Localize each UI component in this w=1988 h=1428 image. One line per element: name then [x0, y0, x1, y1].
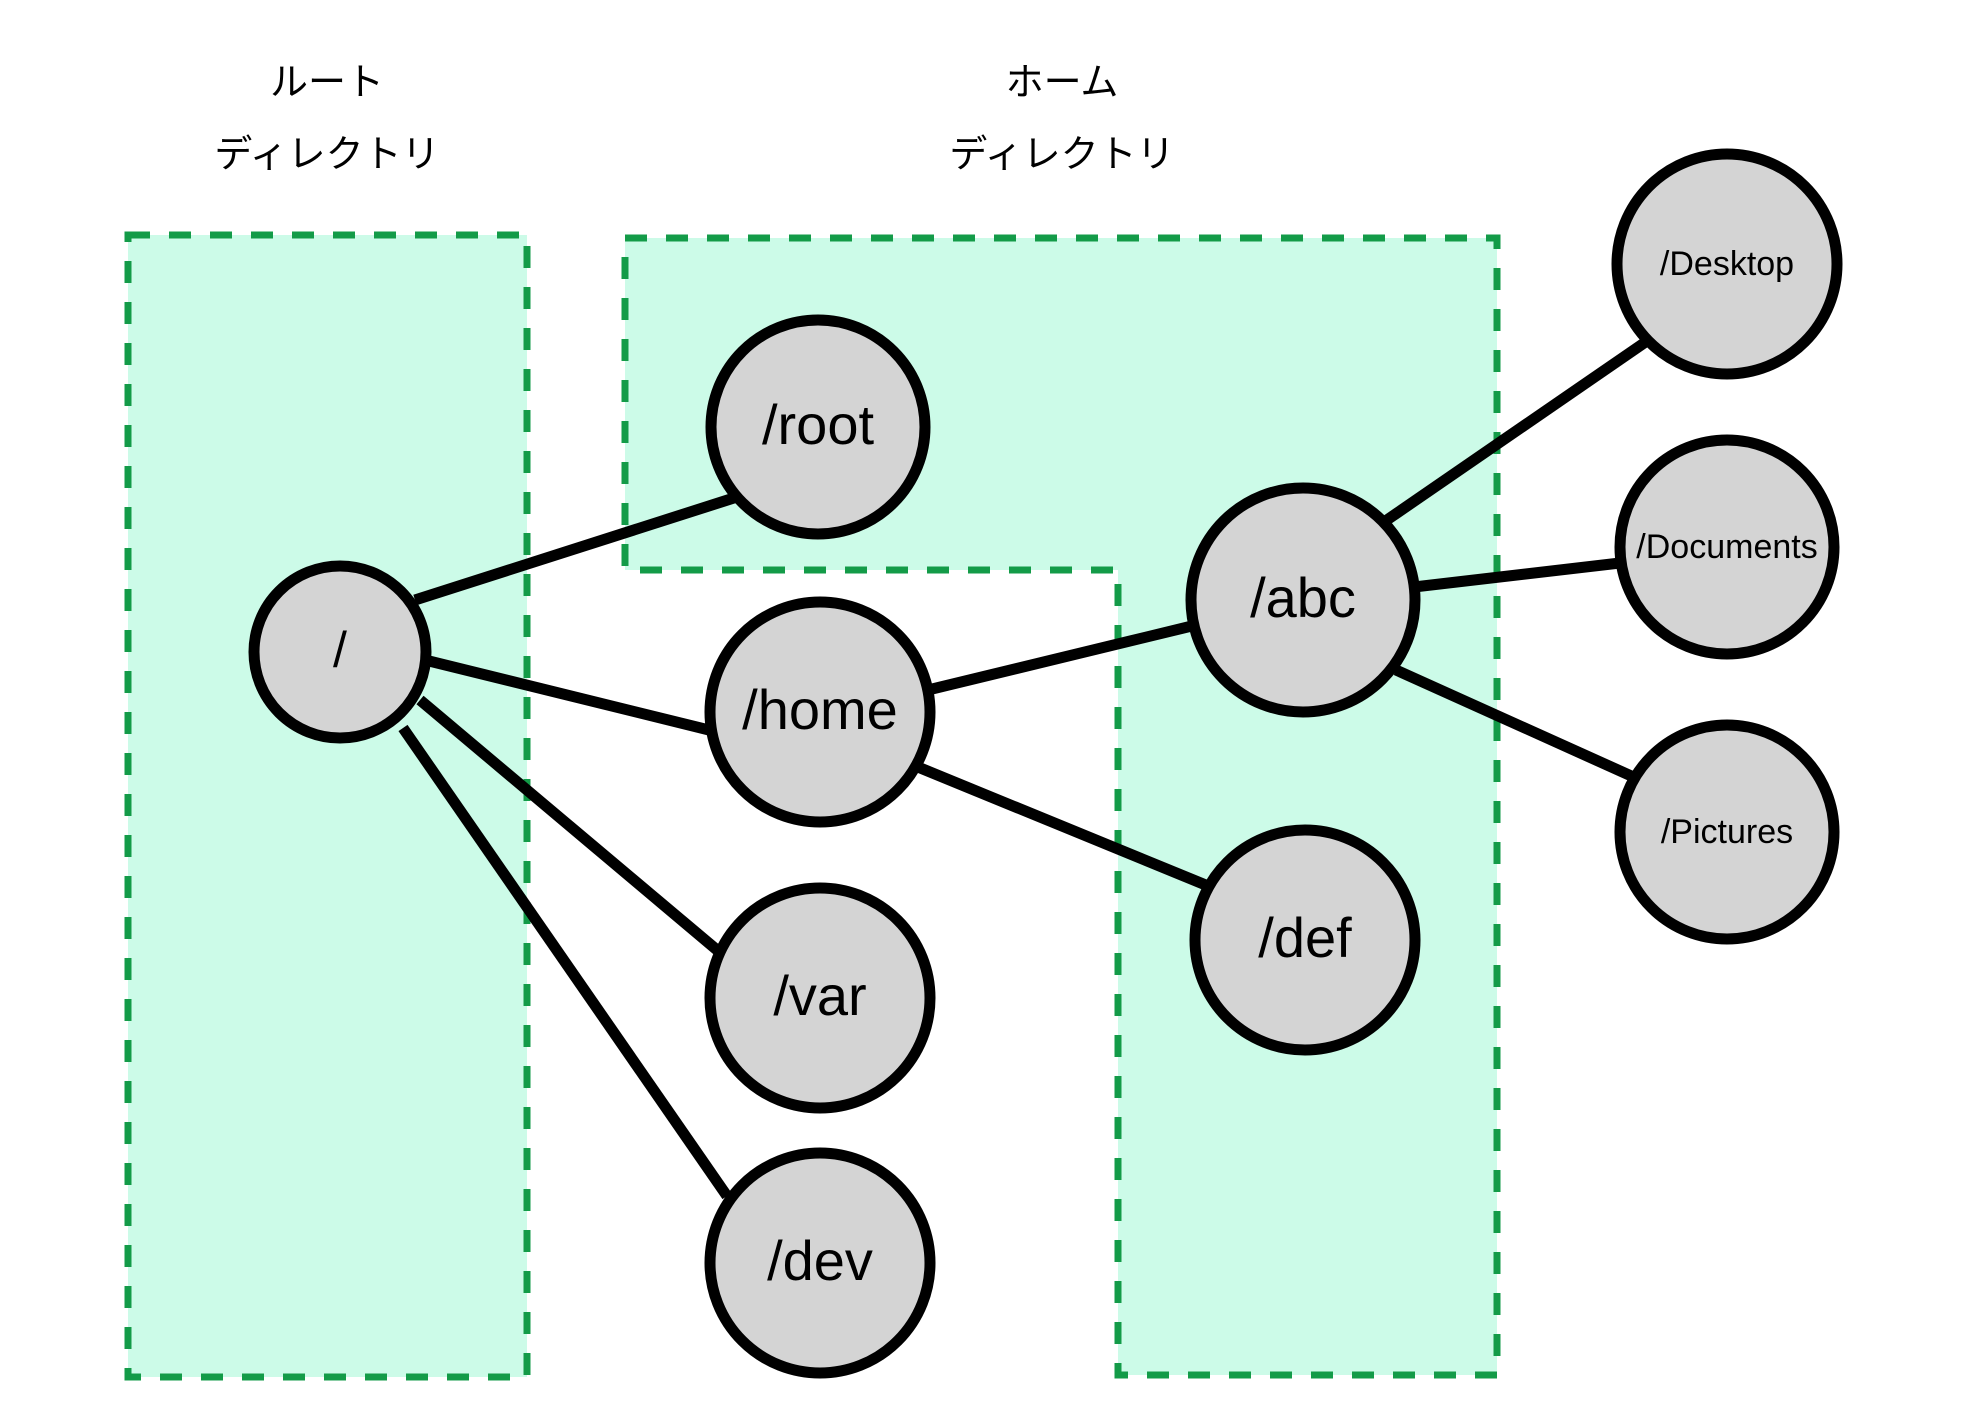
caption-root-directory-line1: ルート	[270, 62, 384, 104]
node-dev-circle[interactable]	[704, 1147, 936, 1379]
group-captions: ルート ディレクトリ ホーム ディレクトリ	[214, 62, 1174, 176]
node-def-circle[interactable]	[1189, 824, 1421, 1056]
node-documents[interactable]: /Documents	[1614, 434, 1840, 660]
nodes: / /root /home /var /dev /abc	[248, 148, 1843, 1379]
node-documents-label: /Documents	[1636, 528, 1817, 566]
node-documents-circle[interactable]	[1614, 434, 1840, 660]
caption-home-directory-line1: ホーム	[1006, 62, 1119, 104]
node-pictures-label: /Pictures	[1661, 813, 1793, 851]
edge-root-to-dev	[398, 724, 732, 1200]
node-var-label: /var	[773, 964, 866, 1027]
edge-root-to-home	[423, 654, 715, 737]
node-root-dir[interactable]: /root	[705, 314, 931, 540]
node-dev-label: /dev	[767, 1229, 873, 1292]
node-def-label: /def	[1258, 906, 1352, 969]
caption-root-directory-line2: ディレクトリ	[214, 134, 439, 176]
edge-root-to-var	[416, 695, 721, 955]
edge-abc-to-desktop	[1380, 336, 1651, 527]
region-root-directory	[124, 231, 531, 1381]
node-home[interactable]: /home	[704, 596, 936, 828]
node-var-circle[interactable]	[704, 882, 936, 1114]
edge-abc-to-pictures	[1393, 664, 1641, 785]
node-abc[interactable]: /abc	[1185, 482, 1421, 718]
node-pictures[interactable]: /Pictures	[1614, 719, 1840, 945]
node-desktop-label: /Desktop	[1660, 245, 1794, 283]
node-root-label: /	[333, 622, 347, 678]
node-var[interactable]: /var	[704, 882, 936, 1114]
edge-abc-to-documents	[1413, 557, 1621, 593]
node-home-label: /home	[742, 678, 898, 741]
node-root-circle[interactable]	[248, 560, 432, 744]
node-abc-label: /abc	[1250, 566, 1356, 629]
node-pictures-circle[interactable]	[1614, 719, 1840, 945]
edge-root-to-root-dir	[413, 491, 739, 606]
node-home-circle[interactable]	[704, 596, 936, 828]
node-dev[interactable]: /dev	[704, 1147, 936, 1379]
node-def[interactable]: /def	[1189, 824, 1421, 1056]
node-root-dir-circle[interactable]	[705, 314, 931, 540]
edge-home-to-def	[910, 759, 1216, 894]
node-desktop[interactable]: /Desktop	[1611, 148, 1843, 380]
edges	[398, 336, 1651, 1200]
node-root[interactable]: /	[248, 560, 432, 744]
node-desktop-circle[interactable]	[1611, 148, 1843, 380]
edge-home-to-abc	[926, 619, 1198, 696]
node-root-dir-label: /root	[762, 393, 874, 456]
caption-home-directory-line2: ディレクトリ	[949, 134, 1174, 176]
node-abc-circle[interactable]	[1185, 482, 1421, 718]
